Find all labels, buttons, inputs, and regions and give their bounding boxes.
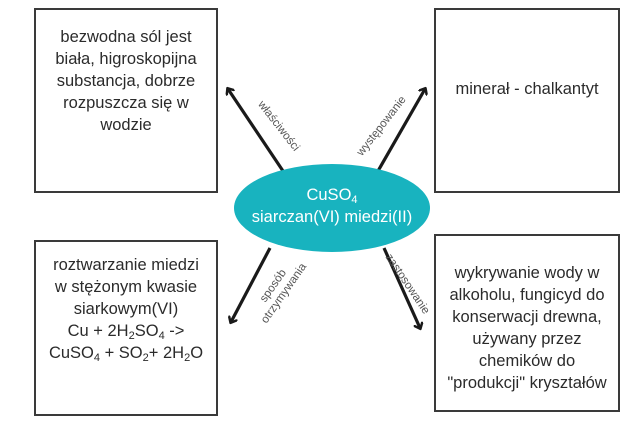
- application-line: "produkcji" kryształów: [447, 374, 607, 392]
- application-line: wykrywanie wody w: [454, 264, 600, 282]
- application-line: chemików do: [478, 352, 576, 370]
- occurrence-box: minerał - chalkantyt: [434, 8, 620, 193]
- central-compound-ellipse: CuSO4 siarczan(VI) miedzi(II): [234, 164, 430, 252]
- preparation-box: roztwarzanie miedzi w stężonym kwasie si…: [34, 240, 218, 416]
- preparation-line: roztwarzanie miedzi: [53, 256, 199, 274]
- preparation-line: siarkowym(VI): [73, 300, 179, 318]
- properties-line: rozpuszcza się w: [63, 94, 189, 112]
- application-line: używany przez: [472, 330, 582, 348]
- arrow-to-application: [382, 247, 420, 328]
- reaction-equation-line-1: Cu + 2H2SO4 ->: [67, 322, 185, 342]
- properties-line: bezwodna sól jest: [60, 28, 192, 46]
- properties-line: substancja, dobrze: [56, 72, 196, 90]
- occurrence-text: minerał - chalkantyt: [455, 80, 599, 98]
- preparation-line: w stężonym kwasie: [54, 278, 198, 296]
- application-line: konserwacji drewna,: [452, 308, 602, 326]
- compound-name: siarczan(VI) miedzi(II): [251, 208, 413, 226]
- arrow-to-preparation: [231, 247, 272, 322]
- compound-formula: CuSO4: [306, 186, 358, 206]
- properties-box: bezwodna sól jest biała, higroskopijna s…: [34, 8, 218, 193]
- application-box: wykrywanie wody w alkoholu, fungicyd do …: [434, 234, 620, 412]
- arrow-to-properties: [228, 89, 285, 172]
- properties-line: biała, higroskopijna: [55, 50, 197, 68]
- arrow-to-occurrence: [376, 89, 425, 172]
- reaction-equation-line-2: CuSO4 + SO2+ 2H2O: [48, 344, 204, 364]
- properties-line: wodzie: [100, 116, 152, 134]
- application-line: alkoholu, fungicyd do: [449, 286, 605, 304]
